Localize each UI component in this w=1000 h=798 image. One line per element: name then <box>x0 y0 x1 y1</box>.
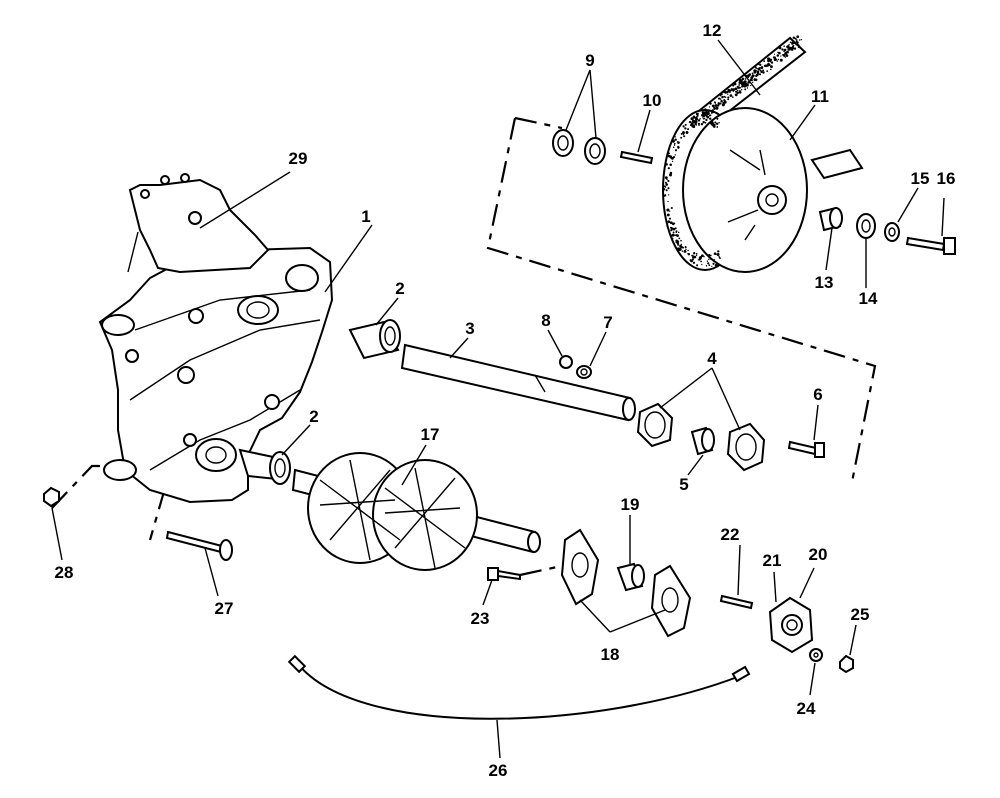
callout-12: 12 <box>703 21 722 40</box>
washer-15 <box>884 222 900 242</box>
callout-19: 19 <box>621 495 640 514</box>
carriage-bolt-27 <box>165 530 233 561</box>
flange-18-right <box>650 564 692 638</box>
callout-3: 3 <box>465 319 474 338</box>
callout-8: 8 <box>541 311 550 330</box>
callout-18: 18 <box>601 645 620 664</box>
washer-24 <box>809 648 823 662</box>
bearing-upper <box>348 319 401 360</box>
nut-8 <box>559 355 573 369</box>
nut-25 <box>839 654 854 674</box>
flange-18-left <box>560 528 600 606</box>
callout-22: 22 <box>721 525 740 544</box>
bushing-19 <box>616 562 645 592</box>
upper-shaft <box>400 343 636 422</box>
spacer-9a <box>552 129 574 157</box>
callout-26: 26 <box>489 761 508 780</box>
gasket-4-left <box>636 402 674 448</box>
spacer-9b <box>584 137 606 165</box>
key-10 <box>619 150 654 165</box>
washer-7 <box>576 365 592 379</box>
bolt-16 <box>905 236 956 255</box>
key-22 <box>719 594 754 610</box>
callout-4: 4 <box>707 349 717 368</box>
callout-24: 24 <box>797 699 816 718</box>
callout-2-upper: 2 <box>395 279 404 298</box>
callout-labels: 1 2 2 3 4 5 6 7 8 9 10 11 12 13 14 15 16… <box>55 21 956 780</box>
impeller-assembly <box>291 452 541 571</box>
callout-2-lower: 2 <box>309 407 318 426</box>
cable-26 <box>287 654 751 720</box>
bearing-lower <box>238 448 291 485</box>
callout-13: 13 <box>815 273 834 292</box>
callout-16: 16 <box>937 169 956 188</box>
callout-23: 23 <box>471 609 490 628</box>
leader-lines <box>51 39 945 759</box>
callout-25: 25 <box>851 605 870 624</box>
belt-texture <box>663 35 803 267</box>
spacer-13 <box>818 206 843 232</box>
callout-20: 20 <box>809 545 828 564</box>
washer-14 <box>856 213 876 239</box>
pulley-11 <box>662 107 808 273</box>
bushing-5 <box>690 426 715 456</box>
bearing-housing-20 <box>768 596 814 654</box>
callout-6: 6 <box>813 385 822 404</box>
bolt-6 <box>787 440 825 458</box>
callout-17: 17 <box>421 425 440 444</box>
gearcase-housing <box>98 173 334 504</box>
callout-27: 27 <box>215 599 234 618</box>
callout-5: 5 <box>679 475 688 494</box>
callout-10: 10 <box>643 91 662 110</box>
callout-1: 1 <box>361 207 370 226</box>
bolt-23 <box>487 567 521 581</box>
callout-11: 11 <box>811 87 829 106</box>
callout-7: 7 <box>603 313 612 332</box>
callout-9: 9 <box>585 51 594 70</box>
callout-29: 29 <box>289 149 308 168</box>
callout-15: 15 <box>911 169 930 188</box>
callout-28: 28 <box>55 563 74 582</box>
nut-28 <box>43 486 60 508</box>
callout-21: 21 <box>763 551 782 570</box>
gasket-4-right <box>726 422 766 472</box>
callout-14: 14 <box>859 289 878 308</box>
